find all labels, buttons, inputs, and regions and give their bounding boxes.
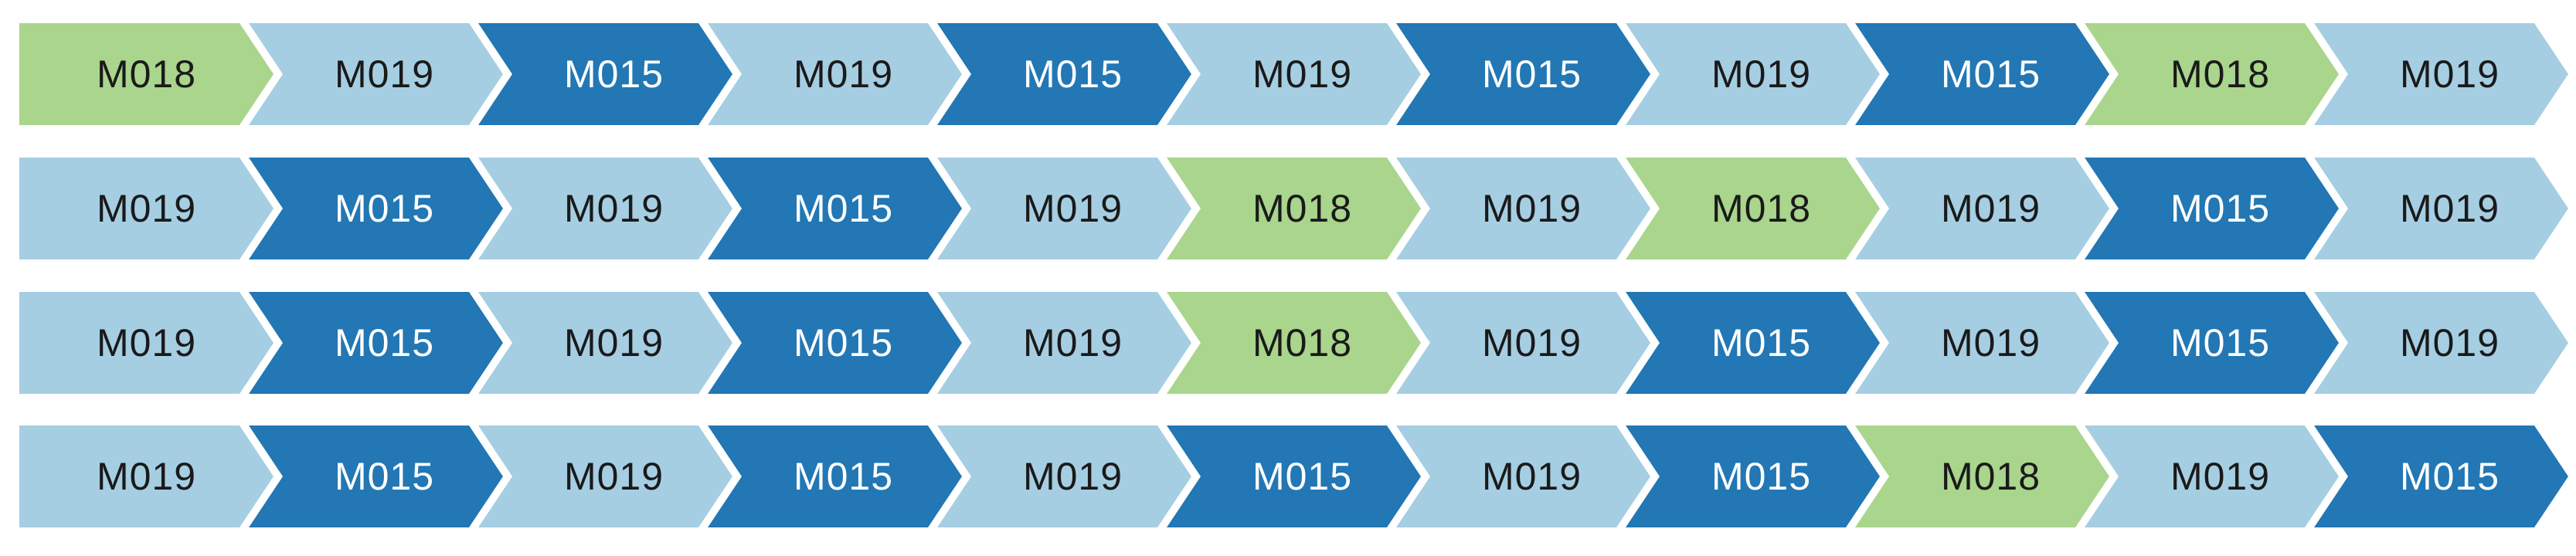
- chevron-segment: M019: [1855, 158, 2109, 259]
- chevron-segment: M015: [937, 23, 1191, 125]
- chevron-segment: M015: [2085, 292, 2339, 394]
- chevron-label: M019: [96, 321, 197, 364]
- chevron-label: M018: [2170, 53, 2271, 96]
- chevron-segment: M015: [2314, 425, 2568, 527]
- chevron-label: M019: [1711, 53, 1812, 96]
- chevron-label: M018: [1252, 321, 1353, 364]
- chevron-label: M019: [1022, 187, 1123, 230]
- chevron-label: M015: [1711, 321, 1812, 364]
- chevron-segment: M019: [1855, 292, 2109, 394]
- chevron-label: M015: [1940, 53, 2041, 96]
- chevron-segment: M019: [708, 23, 962, 125]
- chevron-segment: M019: [2085, 425, 2339, 527]
- chevron-segment: M015: [1626, 292, 1880, 394]
- chevron-label: M019: [793, 53, 894, 96]
- chevron-label: M015: [334, 321, 435, 364]
- chevron-label: M015: [1481, 53, 1582, 96]
- chevron-segment: M015: [1396, 23, 1650, 125]
- chevron-label: M015: [1252, 455, 1353, 498]
- chevron-label: M015: [2399, 455, 2500, 498]
- chevron-segment: M018: [1855, 425, 2109, 527]
- chevron-segment: M019: [19, 425, 274, 527]
- chevron-label: M019: [2399, 321, 2500, 364]
- chevron-segment: M019: [19, 292, 274, 394]
- chevron-row-1: M018 M019 M015 M019 M015 M019 M015 M019 M015 M018…: [0, 23, 2576, 125]
- chevron-segment: M015: [249, 292, 503, 394]
- chevron-label: M015: [793, 187, 894, 230]
- chevron-label: M019: [1481, 187, 1582, 230]
- chevron-label: M019: [563, 321, 664, 364]
- chevron-segment: M018: [1167, 292, 1421, 394]
- chevron-segment: M015: [1626, 425, 1880, 527]
- chevron-label: M019: [1940, 321, 2041, 364]
- chevron-label: M018: [96, 53, 197, 96]
- chevron-label: M019: [2170, 455, 2271, 498]
- chevron-segment: M019: [1396, 425, 1650, 527]
- chevron-segment: M019: [1396, 292, 1650, 394]
- chevron-segment: M019: [478, 425, 732, 527]
- chevron-label: M018: [1940, 455, 2041, 498]
- chevron-segment: M019: [1626, 23, 1880, 125]
- chevron-segment: M019: [937, 425, 1191, 527]
- chevron-segment: M019: [1396, 158, 1650, 259]
- chevron-label: M018: [1252, 187, 1353, 230]
- chevron-segment: M015: [708, 425, 962, 527]
- chevron-label: M015: [2170, 187, 2271, 230]
- chevron-segment: M019: [937, 158, 1191, 259]
- chevron-segment: M015: [1167, 425, 1421, 527]
- chevron-label: M019: [563, 187, 664, 230]
- chevron-segment: M015: [249, 425, 503, 527]
- chevron-label: M015: [793, 455, 894, 498]
- chevron-label: M015: [2170, 321, 2271, 364]
- chevron-label: M019: [563, 455, 664, 498]
- chevron-segment: M015: [1855, 23, 2109, 125]
- chevron-row-3: M019 M015 M019 M015 M019 M018 M019 M015 M019 M015…: [0, 292, 2576, 394]
- chevron-label: M015: [1711, 455, 1812, 498]
- chevron-label: M019: [96, 187, 197, 230]
- chevron-label: M019: [1022, 455, 1123, 498]
- chevron-label: M019: [1481, 455, 1582, 498]
- chevron-segment: M018: [19, 23, 274, 125]
- chevron-label: M015: [563, 53, 664, 96]
- chevron-segment: M019: [249, 23, 503, 125]
- chevron-segment: M019: [2314, 158, 2568, 259]
- chevron-segment: M015: [708, 158, 962, 259]
- chevron-label: M015: [334, 455, 435, 498]
- chevron-label: M019: [1252, 53, 1353, 96]
- chevron-segment: M015: [708, 292, 962, 394]
- chevron-label: M019: [1481, 321, 1582, 364]
- chevron-segment: M019: [937, 292, 1191, 394]
- chevron-segment: M018: [2085, 23, 2339, 125]
- chevron-label: M015: [793, 321, 894, 364]
- chevron-label: M019: [96, 455, 197, 498]
- chevron-label: M019: [2399, 53, 2500, 96]
- chevron-segment: M015: [478, 23, 732, 125]
- chevron-segment: M019: [478, 158, 732, 259]
- chevron-segment: M018: [1626, 158, 1880, 259]
- chevron-label: M019: [1940, 187, 2041, 230]
- chevron-label: M018: [1711, 187, 1812, 230]
- chevron-segment: M019: [478, 292, 732, 394]
- chevron-segment: M015: [2085, 158, 2339, 259]
- chevron-label: M015: [334, 187, 435, 230]
- chevron-segment: M019: [2314, 23, 2568, 125]
- chevron-segment: M019: [2314, 292, 2568, 394]
- chevron-label: M019: [1022, 321, 1123, 364]
- chevron-row-2: M019 M015 M019 M015 M019 M018 M019 M018 M019 M015…: [0, 158, 2576, 259]
- chevron-segment: M019: [1167, 23, 1421, 125]
- chevron-segment: M015: [249, 158, 503, 259]
- chevron-segment: M018: [1167, 158, 1421, 259]
- chevron-segment: M019: [19, 158, 274, 259]
- chevron-label: M019: [334, 53, 435, 96]
- chevron-label: M019: [2399, 187, 2500, 230]
- chevron-row-4: M019 M015 M019 M015 M019 M015 M019 M015 M018 M019…: [0, 425, 2576, 527]
- chevron-label: M015: [1022, 53, 1123, 96]
